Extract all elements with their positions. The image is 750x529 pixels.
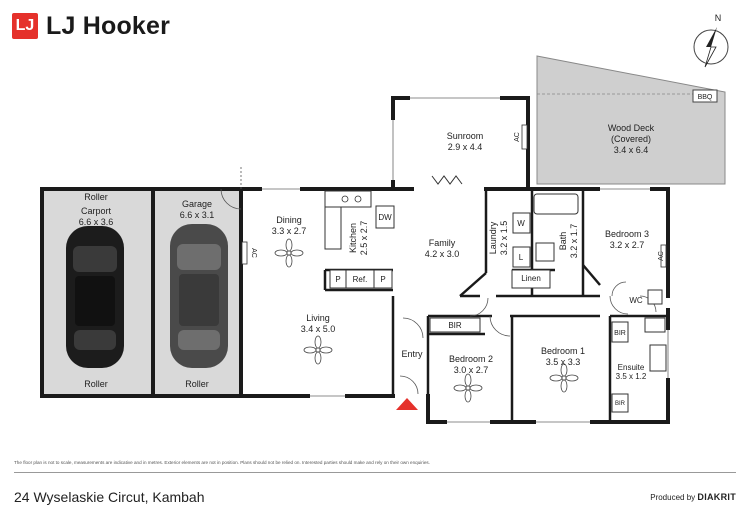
bath-dims: 3.2 x 1.7 [569,224,579,259]
carport-name: Carport [81,206,112,216]
bedroom2-dims: 3.0 x 2.7 [454,365,489,375]
bedroom1-dims: 3.5 x 3.3 [546,357,581,367]
bbq-label: BBQ [698,94,713,101]
wc-name: WC [629,296,643,305]
compass-label: N [715,13,722,23]
producer-prefix: Produced by [650,493,696,502]
pantry-label-2: P [380,275,385,284]
ensuite-name: Ensuite [618,363,645,372]
car-icon [170,224,228,368]
disclaimer: The floor plan is not to scale, measurem… [14,460,430,465]
bir-bedroom2: BIR [448,321,462,330]
family-dims: 4.2 x 3.0 [425,249,460,259]
washer-label: W [517,219,525,228]
wood-deck [536,55,726,185]
laundry-name: Laundry [488,221,498,254]
ensuite-dims: 3.5 x 1.2 [616,372,647,381]
dishwasher-label: DW [378,213,392,222]
carport-roller-bottom: Roller [84,379,108,389]
living-name: Living [306,313,330,323]
pantry-label-1: P [335,275,340,284]
brand-mark: LJ [12,13,38,39]
garage-dims: 6.6 x 3.1 [180,210,215,220]
deck-dims: 3.4 x 6.4 [614,145,649,155]
car-icon [66,226,124,368]
producer-name: DIAKRIT [697,492,736,502]
dining-name: Dining [276,215,302,225]
deck-note: (Covered) [611,134,651,144]
fridge-label: Ref. [353,275,368,284]
sunroom-name: Sunroom [447,131,484,141]
compass-icon: N [693,13,729,68]
sunroom-dims: 2.9 x 4.4 [448,142,483,152]
bedroom3-dims: 3.2 x 2.7 [610,240,645,250]
brand-name: LJ Hooker [46,11,171,40]
carport-roller-top: Roller [84,192,108,202]
laundry-dims: 3.2 x 1.5 [499,221,509,256]
bedroom2-name: Bedroom 2 [449,354,493,364]
ac-sunroom: AC [514,132,521,142]
linen-name: Linen [521,274,541,283]
family-name: Family [429,238,456,248]
fan-icon [274,238,579,403]
laundry-tub-label: L [519,253,524,262]
ac-dining: AC [250,248,257,258]
deck-name: Wood Deck [608,123,655,133]
dining-dims: 3.3 x 2.7 [272,226,307,236]
bedroom3-name: Bedroom 3 [605,229,649,239]
bath-name: Bath [558,232,568,251]
kitchen-name: Kitchen [348,223,358,253]
living-dims: 3.4 x 5.0 [301,324,336,334]
producer-credit: Produced by DIAKRIT [650,492,736,502]
garage-name: Garage [182,199,212,209]
ac-bedroom3: AC [658,251,665,261]
garage-roller: Roller [185,379,209,389]
kitchen-dims: 2.5 x 2.7 [359,221,369,256]
property-address: 24 Wyselaskie Circut, Kambah [14,489,205,505]
carport-dims: 6.6 x 3.6 [79,217,114,227]
bedroom1-name: Bedroom 1 [541,346,585,356]
brand-logo: LJ LJ Hooker [12,8,170,44]
footer-divider [14,472,736,473]
entry-marker-icon [396,398,418,410]
bir-ensuite: BIR [615,401,626,407]
bir-bedroom1: BIR [614,330,626,337]
entry-name: Entry [401,349,423,359]
sliding-door [431,175,463,185]
